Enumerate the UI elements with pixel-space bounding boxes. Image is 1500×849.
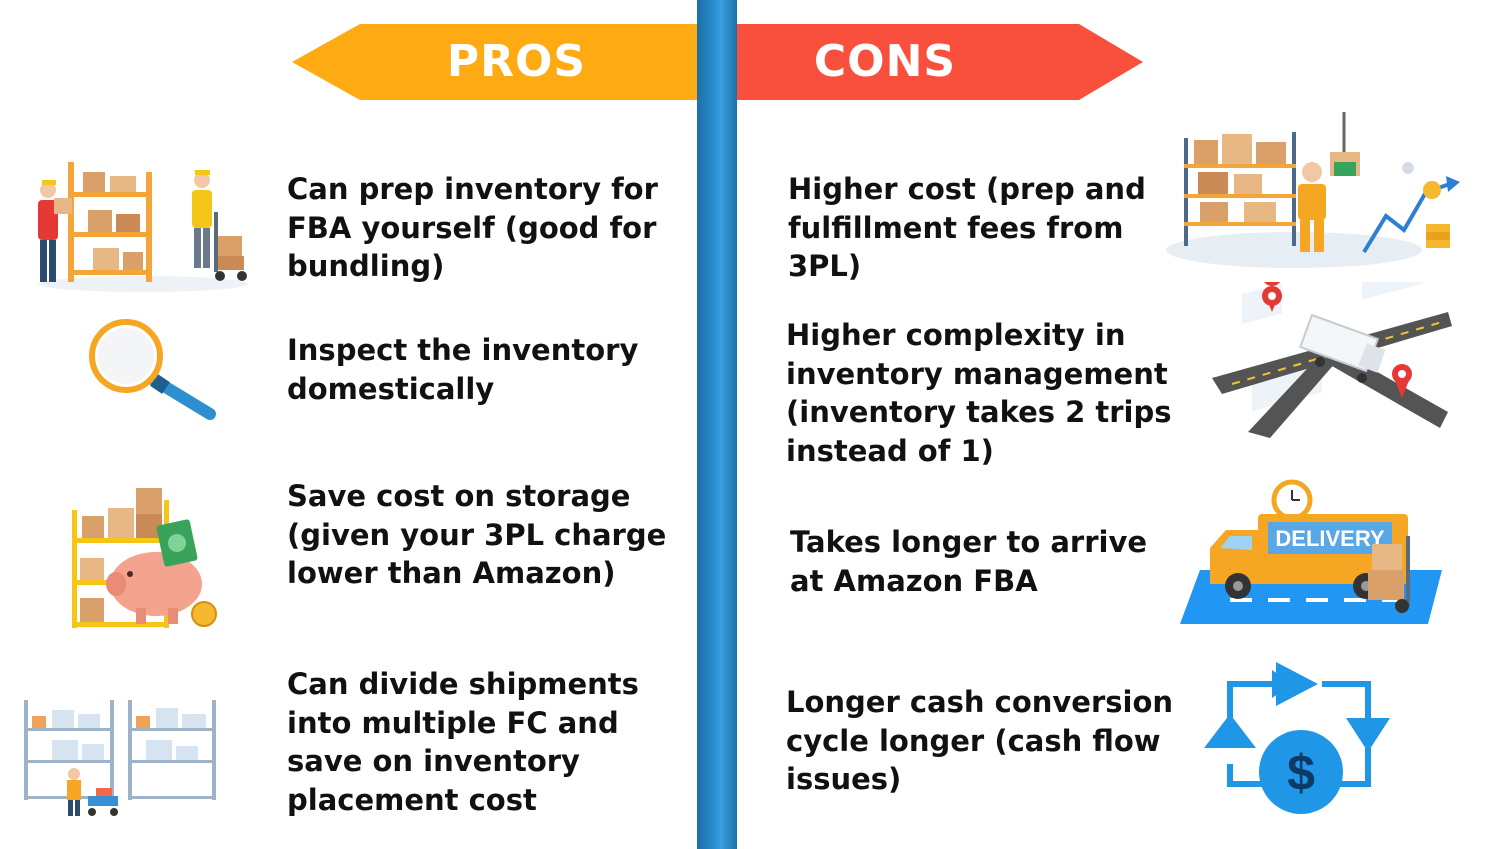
multiple-warehouses-icon	[22, 692, 222, 822]
pros-title: PROS	[446, 36, 587, 87]
pros-item-3-text: Save cost on storage (given your 3PL cha…	[287, 479, 667, 590]
svg-text:$: $	[1287, 745, 1315, 801]
cons-item-2-text: Higher complexity in inventory managemen…	[786, 318, 1172, 468]
piggy-bank-storage-icon	[64, 480, 224, 635]
pros-banner: PROS	[292, 24, 697, 100]
warehouse-workers-icon	[28, 152, 258, 297]
pros-item-4-text: Can divide shipments into multiple FC an…	[287, 667, 639, 817]
cons-banner: CONS	[737, 24, 1143, 100]
cons-item-4-text: Longer cash conversion cycle longer (cas…	[786, 685, 1174, 796]
pros-item-1-text: Can prep inventory for FBA yourself (goo…	[287, 172, 658, 283]
delivery-truck-icon: DELIVERY	[1180, 478, 1445, 626]
cons-item-3-text: Takes longer to arrive at Amazon FBA	[790, 525, 1148, 598]
truck-label: DELIVERY	[1275, 526, 1385, 551]
rising-cost-warehouse-icon	[1164, 112, 1464, 272]
magnifying-glass-icon	[86, 318, 226, 428]
cons-item-1-text: Higher cost (prep and fulfillment fees f…	[788, 172, 1146, 283]
cons-title: CONS	[813, 36, 957, 87]
center-divider	[697, 0, 737, 849]
delivery-route-icon	[1212, 282, 1452, 442]
pros-item-2-text: Inspect the inventory domestically	[287, 333, 639, 406]
cash-cycle-icon: $	[1200, 652, 1400, 822]
